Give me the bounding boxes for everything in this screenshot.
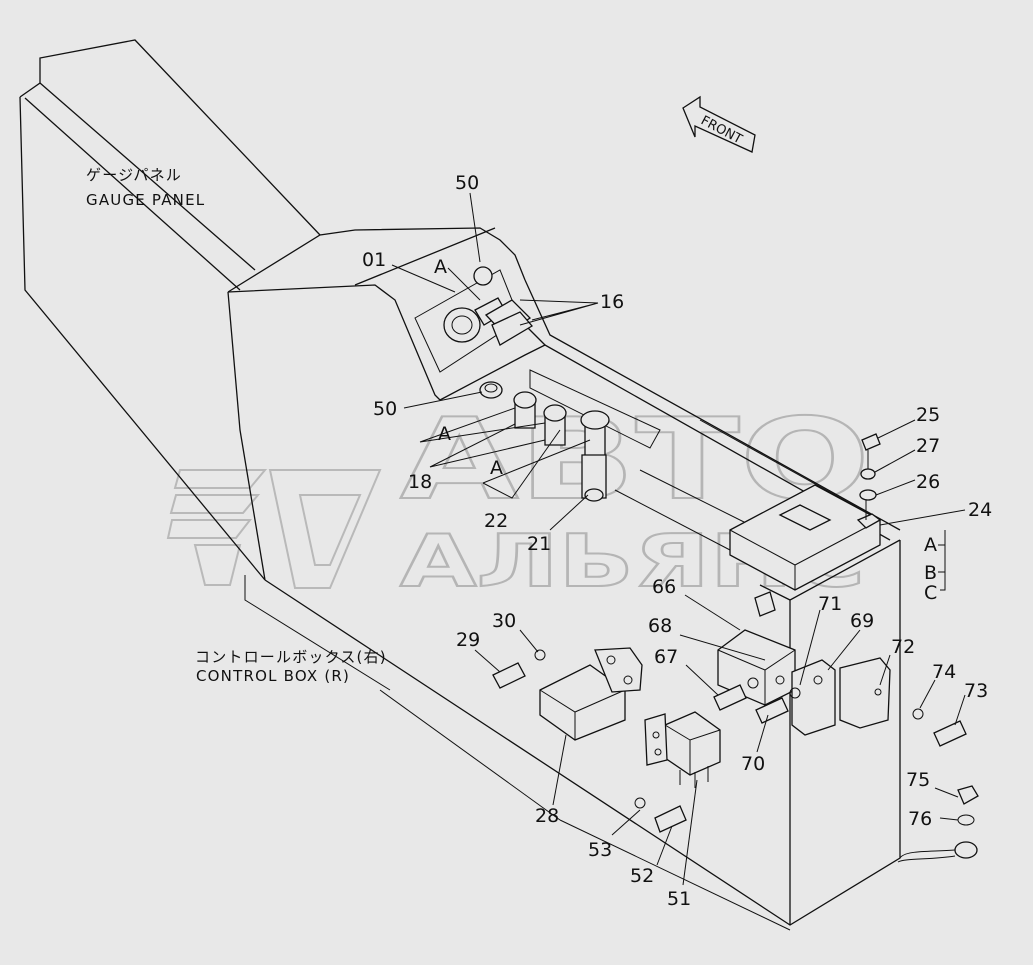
suffix-A: A: [924, 534, 937, 556]
part-29: 29: [456, 629, 480, 651]
part-50-bottom: 50: [373, 398, 397, 420]
part-24: 24: [968, 499, 992, 521]
part-72: 72: [891, 636, 915, 658]
knob-switches: [513, 391, 610, 502]
part-73: 73: [964, 680, 988, 702]
suffix-C: C: [924, 582, 937, 604]
relay-28: [539, 647, 643, 741]
part-26: 26: [916, 471, 940, 493]
leader-lines: [391, 192, 966, 886]
front-arrow: [682, 95, 756, 153]
gauge-panel-jp: ゲージパネル: [86, 166, 182, 184]
part-A-1: A: [434, 256, 447, 278]
part-67: 67: [654, 646, 678, 668]
part-A-3: A: [490, 457, 503, 479]
gauge-panel-en: GAUGE PANEL: [86, 191, 205, 209]
part-69: 69: [850, 610, 874, 632]
part-50-top: 50: [455, 172, 479, 194]
part-22: 22: [484, 510, 508, 532]
screws-washers: [492, 649, 979, 863]
part-25: 25: [916, 404, 940, 426]
part-75: 75: [906, 769, 930, 791]
part-70: 70: [741, 753, 765, 775]
part-28: 28: [535, 805, 559, 827]
unit-66-brackets: [717, 591, 891, 736]
control-box-en: CONTROL BOX (R): [196, 667, 350, 685]
part-16: 16: [600, 291, 624, 313]
part-76: 76: [908, 808, 932, 830]
part-18: 18: [408, 471, 432, 493]
relay-51: [644, 711, 721, 788]
watermark-logo: [166, 469, 382, 589]
part-A-2: A: [438, 423, 451, 445]
screw-stack-right: [859, 433, 881, 520]
part-66: 66: [652, 576, 676, 598]
part-53: 53: [588, 839, 612, 861]
part-21: 21: [527, 533, 551, 555]
part-27: 27: [916, 435, 940, 457]
control-box-leader: [244, 575, 391, 691]
part-74: 74: [932, 661, 956, 683]
part-68: 68: [648, 615, 672, 637]
part-71: 71: [818, 593, 842, 615]
control-box-body: [264, 539, 901, 931]
key-switch-01: [443, 266, 533, 399]
relay-24: [729, 484, 882, 591]
part-30: 30: [492, 610, 516, 632]
suffix-B: B: [924, 562, 937, 584]
part-51: 51: [667, 888, 691, 910]
control-box-jp: コントロールボックス(右): [195, 648, 387, 666]
part-01: 01: [362, 249, 386, 271]
part-52: 52: [630, 865, 654, 887]
